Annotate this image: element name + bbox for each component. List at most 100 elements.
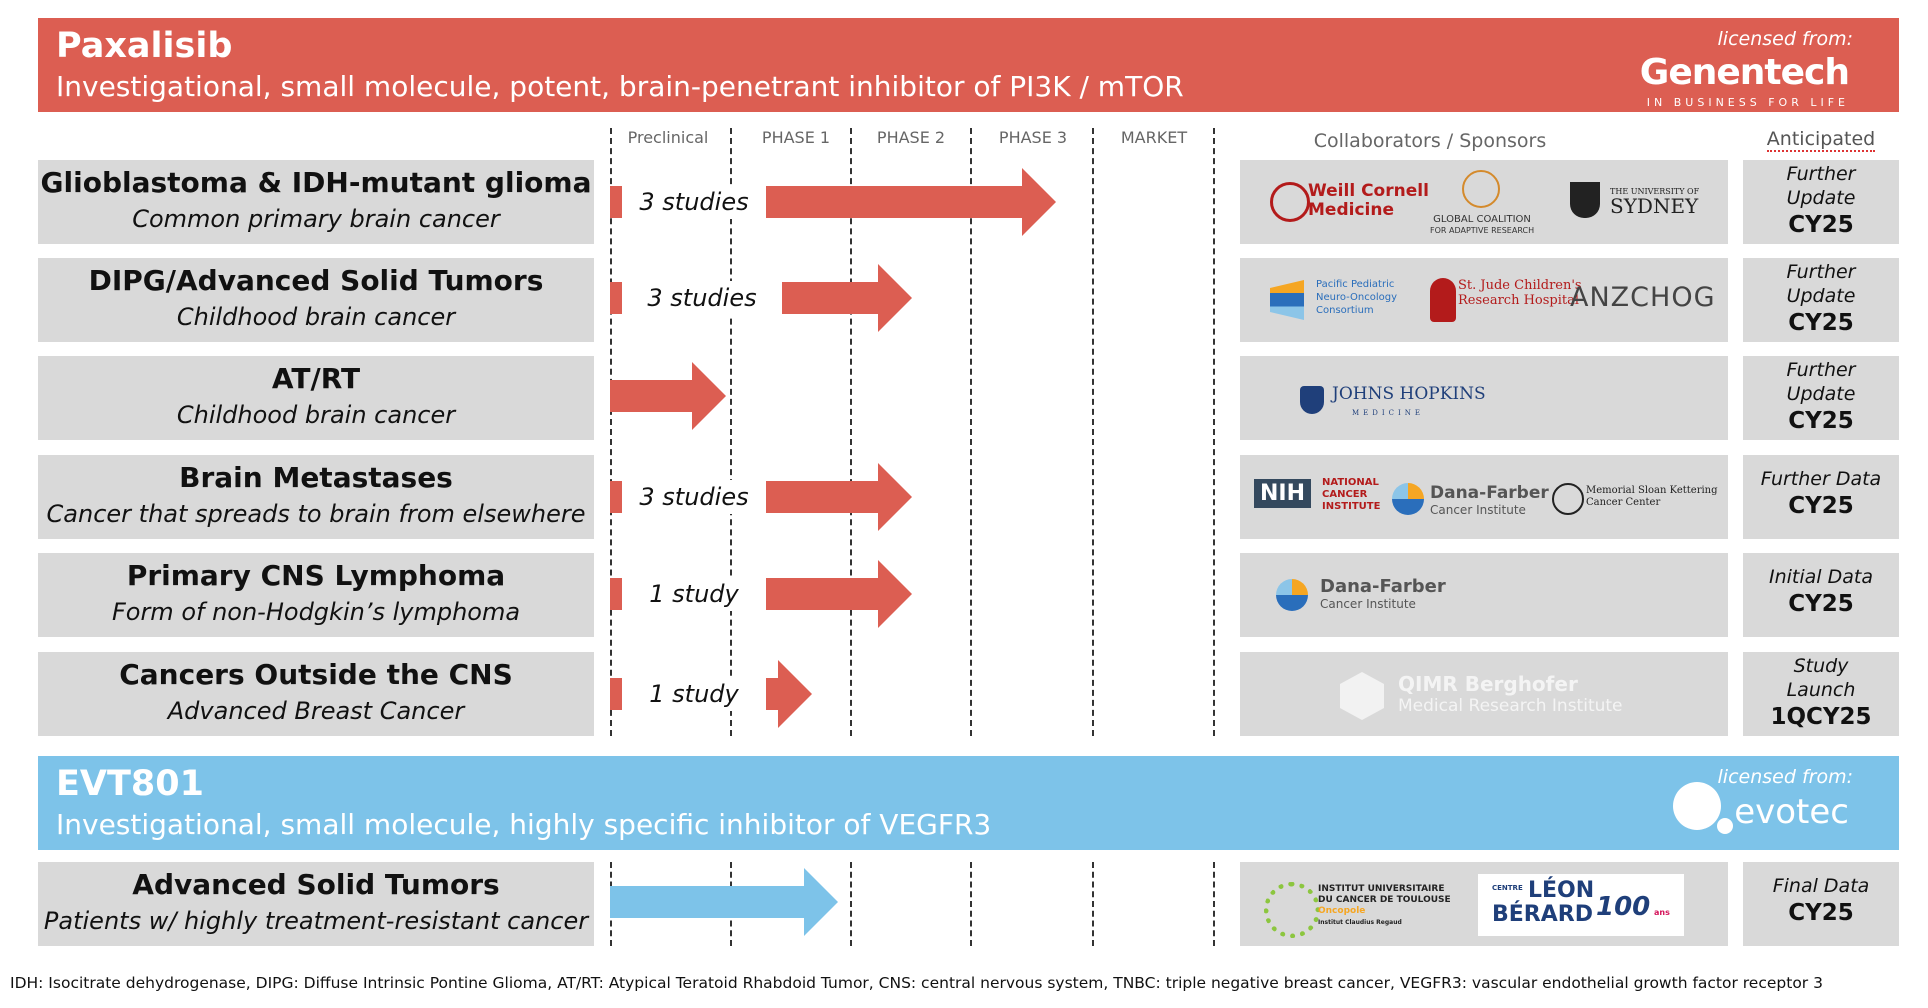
indication-dipg: DIPG/Advanced Solid Tumors Childhood bra… (38, 258, 594, 342)
milestone-date: CY25 (1788, 900, 1854, 926)
leon-berard-logo: CENTRE LÉON BÉRARD 100 ans (1478, 874, 1684, 936)
milestone-line2: Update (1786, 285, 1856, 307)
progress-arrow (610, 868, 838, 936)
phase-divider (610, 128, 612, 736)
licensed-from-label: licensed from: (1717, 28, 1853, 50)
logo-text: Memorial Sloan Kettering (1586, 485, 1718, 496)
milestone-line2: Launch (1786, 679, 1856, 701)
milestone-line2: Update (1786, 187, 1856, 209)
logo-text: NATIONAL (1322, 477, 1379, 488)
milestone-date: CY25 (1788, 408, 1854, 434)
indication-outside-cns: Cancers Outside the CNS Advanced Breast … (38, 652, 594, 736)
logo-text: SYDNEY (1610, 194, 1699, 218)
evt801-banner: EVT801 Investigational, small molecule, … (38, 756, 1899, 850)
logo-text: Neuro-Oncology (1316, 292, 1398, 303)
indication-advanced-solid-tumors: Advanced Solid Tumors Patients w/ highly… (38, 862, 594, 946)
indication-subtitle: Cancer that spreads to brain from elsewh… (46, 500, 586, 528)
drug-name: Paxalisib (56, 26, 233, 66)
logo-text: CENTRE (1492, 884, 1523, 892)
logo-text: LÉON (1528, 878, 1595, 903)
study-count-label: 3 studies (622, 480, 766, 514)
milestone-line1: Further (1786, 359, 1856, 381)
logo-text: INSTITUT UNIVERSITAIRE (1318, 884, 1445, 894)
logo-text: THE UNIVERSITY OF (1610, 187, 1700, 196)
logo-text: Institut Claudius Regaud (1318, 919, 1402, 926)
phase-header-preclinical: Preclinical (627, 128, 709, 147)
indication-title: Brain Metastases (179, 461, 453, 494)
logo-text: Pacific Pediatric (1316, 279, 1395, 290)
milestone-date: CY25 (1788, 493, 1854, 519)
indication-atrt: AT/RT Childhood brain cancer (38, 356, 594, 440)
logo-text: Research Hospital (1458, 293, 1580, 308)
licensed-from-label: licensed from: (1717, 766, 1853, 788)
phase-divider (730, 128, 732, 736)
study-count-label: 3 studies (622, 281, 782, 315)
phase-header-1: PHASE 1 (761, 128, 831, 147)
anticipated-milestone: Study Launch 1QCY25 (1743, 652, 1899, 736)
phase-divider (1092, 128, 1094, 736)
collaborators-header: Collaborators / Sponsors (1313, 130, 1547, 152)
logo-text: Cancer Institute (1320, 597, 1416, 611)
indication-title: DIPG/Advanced Solid Tumors (88, 264, 544, 297)
study-count-label: 1 study (622, 677, 766, 711)
johns-hopkins-shield-icon (1300, 386, 1324, 414)
phase-divider (1213, 128, 1215, 736)
globe-icon (1462, 170, 1500, 208)
progress-arrow (610, 362, 726, 430)
university-crest-icon (1570, 182, 1600, 218)
indication-cns-lymphoma: Primary CNS Lymphoma Form of non-Hodgkin… (38, 553, 594, 637)
drug-name: EVT801 (56, 764, 204, 804)
logo-text: 100 (1596, 892, 1651, 922)
phase-header-3: PHASE 3 (998, 128, 1068, 147)
dana-farber-icon (1276, 579, 1308, 611)
phase-divider (850, 128, 852, 736)
milestone-line1: Final Data (1772, 875, 1870, 897)
milestone-date: CY25 (1788, 591, 1854, 617)
logo-text: ans (1654, 908, 1670, 917)
phase-divider (970, 128, 972, 736)
nih-logo: NIH (1254, 479, 1312, 508)
anticipated-milestone: Further Update CY25 (1743, 356, 1899, 440)
genentech-tagline: IN BUSINESS FOR LIFE (1646, 96, 1849, 109)
phase-header-market: MARKET (1120, 128, 1188, 147)
drug-description: Investigational, small molecule, potent,… (56, 70, 1184, 103)
logo-text: St. Jude Children's (1458, 278, 1582, 293)
milestone-date: 1QCY25 (1770, 704, 1872, 730)
indication-subtitle: Advanced Breast Cancer (167, 697, 465, 725)
logo-text: Consortium (1316, 305, 1374, 316)
logo-text: QIMR Berghofer (1398, 672, 1578, 696)
anticipated-milestone: Further Data CY25 (1743, 455, 1899, 539)
logo-text: Cancer Institute (1430, 503, 1526, 517)
evotec-logo-dot (1717, 818, 1733, 834)
progress-arrow (610, 168, 1056, 236)
logo-text: INSTITUTE (1322, 501, 1381, 512)
indication-subtitle: Childhood brain cancer (176, 303, 456, 331)
qimr-hexagon-icon (1340, 672, 1384, 720)
phase-divider (850, 862, 852, 946)
milestone-date: CY25 (1788, 212, 1854, 238)
logo-text: Medical Research Institute (1398, 696, 1623, 716)
drug-description: Investigational, small molecule, highly … (56, 808, 992, 841)
anticipated-header: Anticipated (1742, 128, 1900, 152)
indication-subtitle: Childhood brain cancer (176, 401, 456, 429)
phase-divider (1092, 862, 1094, 946)
logo-text: Dana-Farber (1320, 576, 1446, 597)
logo-text: BÉRARD (1492, 902, 1593, 927)
iuct-oncopole-icon (1264, 882, 1320, 938)
logo-text: DU CANCER DE TOULOUSE (1318, 895, 1451, 905)
msk-icon (1552, 483, 1584, 515)
evotec-logo-icon (1673, 782, 1721, 830)
